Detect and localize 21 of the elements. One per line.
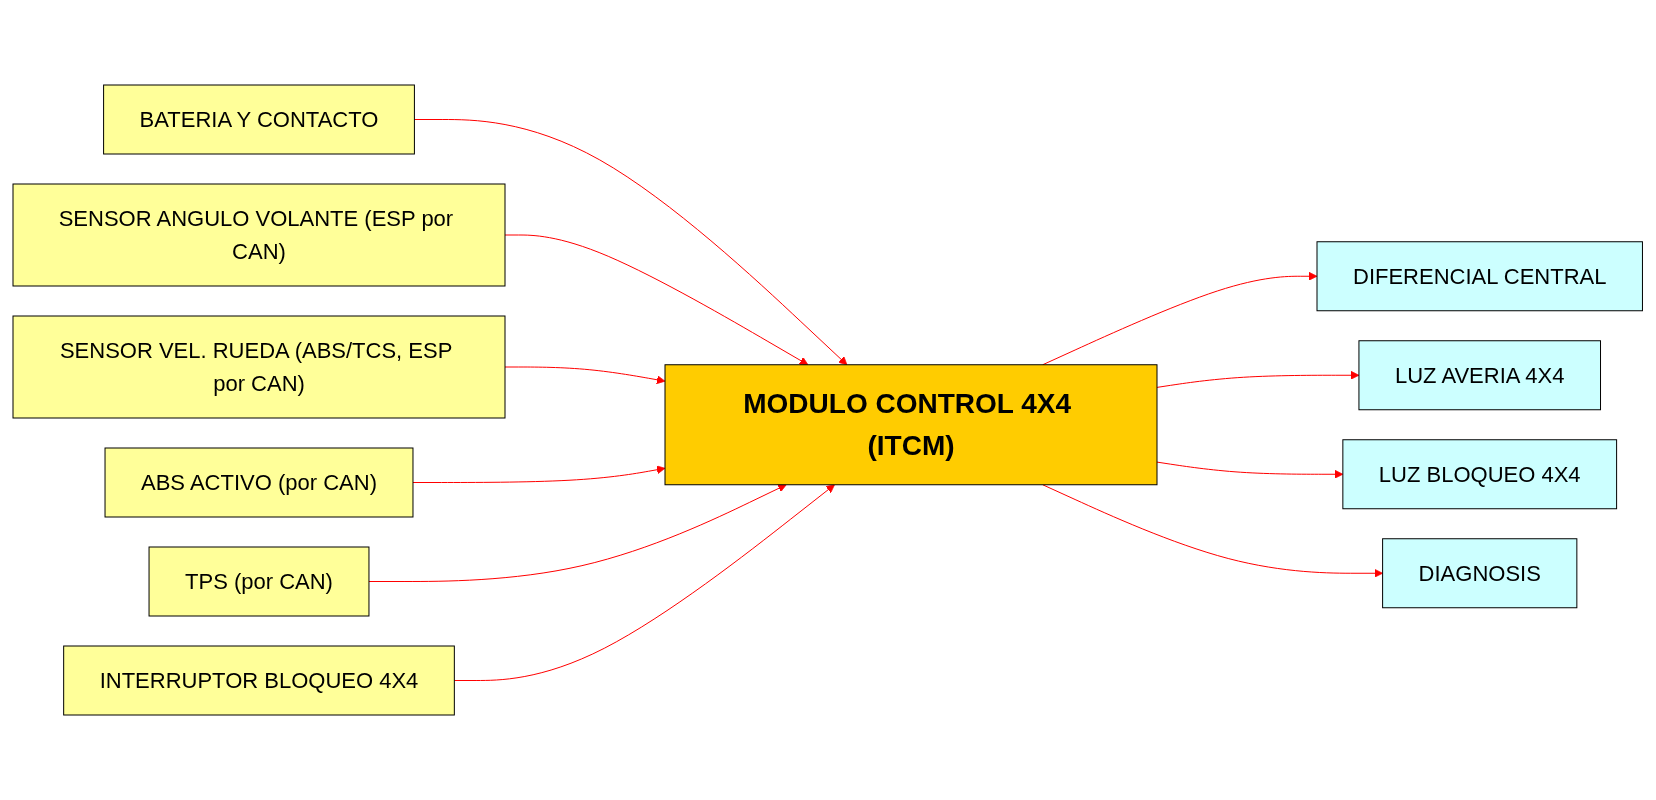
node-box: DIAGNOSIS: [1382, 538, 1578, 609]
arrow: [1042, 271, 1318, 366]
arrow: [414, 119, 848, 366]
arrow: [1156, 461, 1344, 479]
node-box: BATERIA Y CONTACTO: [103, 84, 416, 155]
node-box: INTERRUPTOR BLOQUEO 4X4: [63, 645, 456, 716]
arrow: [412, 465, 666, 483]
node-box: LUZ AVERIA 4X4: [1358, 340, 1602, 411]
arrow: [1156, 370, 1360, 388]
node-box: DIFERENCIAL CENTRAL: [1316, 241, 1644, 312]
node-box: SENSOR ANGULO VOLANTE (ESP por CAN): [12, 183, 506, 287]
node-box: TPS (por CAN): [148, 546, 370, 617]
node-box: SENSOR VEL. RUEDA (ABS/TCS, ESP por CAN): [12, 315, 506, 419]
arrow: [504, 234, 809, 366]
node-box: MODULO CONTROL 4X4 (ITCM): [664, 364, 1158, 486]
arrow: [504, 366, 666, 385]
arrow: [454, 484, 836, 681]
arrow: [368, 484, 787, 582]
node-box: ABS ACTIVO (por CAN): [104, 447, 414, 518]
arrow: [1042, 484, 1384, 578]
node-box: LUZ BLOQUEO 4X4: [1342, 439, 1618, 510]
